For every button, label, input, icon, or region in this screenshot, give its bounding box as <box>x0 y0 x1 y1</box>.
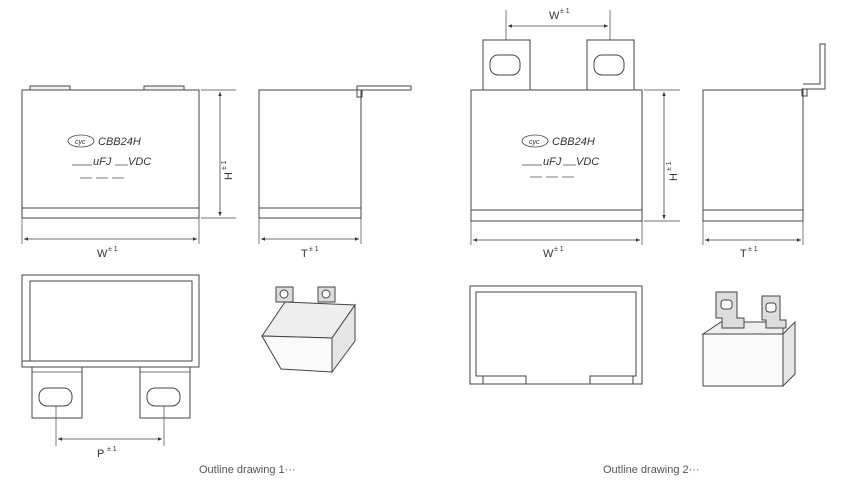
d1-rating-text: uFJ <box>93 156 112 168</box>
d2-bottom-view <box>469 285 643 385</box>
drawing-1 <box>21 85 412 446</box>
d1-width-tolerance: ± 1 <box>108 246 118 253</box>
d1-height-label: H <box>223 172 235 180</box>
d2-rating-text: uFJ <box>543 156 562 168</box>
d2-thickness-tolerance: ± 1 <box>748 246 758 253</box>
d2-height-tolerance: ± 1 <box>666 161 673 171</box>
d1-thickness-label: T <box>301 248 308 260</box>
d2-brand-logo: cyc <box>529 139 540 146</box>
d2-terminal-width-tolerance: ± 1 <box>560 8 570 15</box>
d2-front-view <box>470 10 680 245</box>
d1-voltage-text: VDC <box>128 156 151 168</box>
d2-terminal-width-label: W <box>549 10 560 22</box>
d2-width-tolerance: ± 1 <box>554 246 564 253</box>
caption-drawing-2: Outline drawing 2··· <box>603 464 700 476</box>
d1-3d-view <box>261 286 356 374</box>
d2-thickness-label: T <box>740 248 747 260</box>
d1-thickness-tolerance: ± 1 <box>309 246 319 253</box>
d1-model-text: CBB24H <box>98 136 141 148</box>
d1-pitch-tolerance: ± 1 <box>107 446 117 453</box>
d1-front-view <box>21 85 236 244</box>
d1-pitch-label: P <box>97 448 104 460</box>
d1-height-tolerance: ± 1 <box>221 160 228 170</box>
d1-bottom-view <box>21 274 200 446</box>
d2-width-label: W <box>543 248 554 260</box>
d1-width-label: W <box>97 248 108 260</box>
d2-height-label: H <box>668 173 680 181</box>
d2-voltage-text: VDC <box>576 156 599 168</box>
drawing-2 <box>469 10 826 388</box>
d2-side-view <box>702 43 826 245</box>
d2-3d-view <box>701 291 796 388</box>
d2-model-text: CBB24H <box>552 136 595 148</box>
d1-brand-logo: cyc <box>75 139 86 146</box>
caption-drawing-1: Outline drawing 1··· <box>199 464 296 476</box>
d1-side-view <box>258 85 412 244</box>
